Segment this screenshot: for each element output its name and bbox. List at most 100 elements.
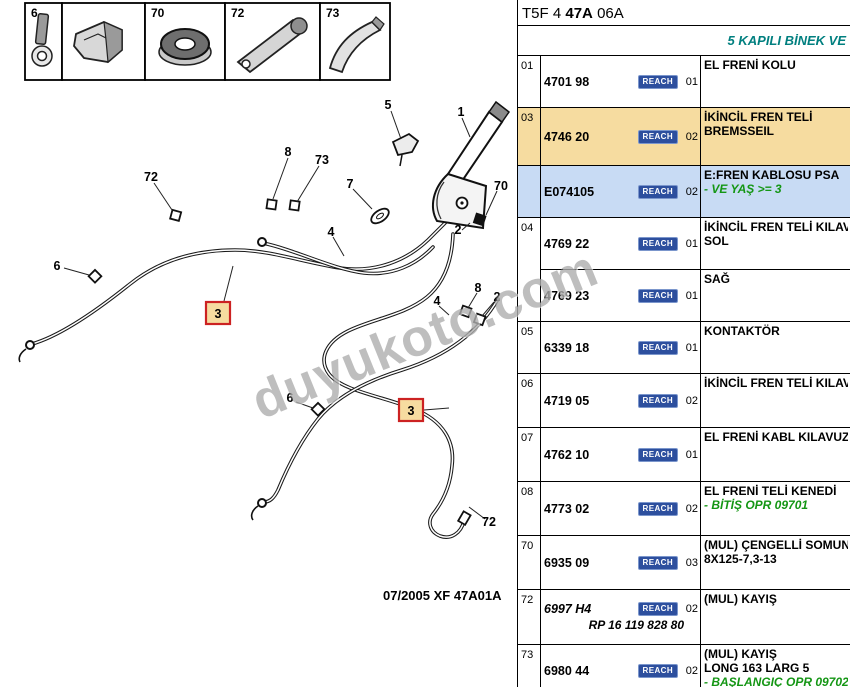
description-line: BREMSSEIL: [704, 124, 775, 138]
description-line: (MUL) KAYIŞ: [704, 592, 777, 606]
part-number: 4769 23: [544, 288, 590, 303]
reach-badge[interactable]: REACH: [637, 129, 678, 144]
clip: [87, 268, 103, 284]
description-line: İKİNCİL FREN TELİ KILAV: [704, 220, 848, 234]
part-cell: 4719 05 REACH 02: [541, 374, 701, 427]
parts-thumbnail-strip: 6 70 72 73: [24, 2, 391, 81]
part-number: E074105: [544, 184, 595, 199]
callout-4-a[interactable]: 4: [328, 225, 335, 239]
callout-6-a[interactable]: 6: [54, 259, 61, 273]
part-number: 4719 05: [544, 393, 590, 408]
quantity: 01: [685, 75, 698, 88]
clip: [458, 304, 473, 319]
callout-6-b[interactable]: 6: [287, 391, 294, 405]
catalog-code-header: T5F 4 47A 06A: [518, 0, 850, 26]
part-number: 4746 20: [544, 129, 590, 144]
callout-1[interactable]: 1: [458, 105, 465, 119]
part-number: 4762 10: [544, 447, 590, 462]
description-cell: SAĞ: [701, 270, 850, 321]
part-subrow: 4719 05 REACH 02 İKİNCİL FREN TELİ KILAV: [541, 374, 850, 427]
reach-badge[interactable]: REACH: [637, 501, 678, 516]
description-line: E:FREN KABLOSU PSA: [704, 168, 840, 182]
callout-7[interactable]: 7: [347, 177, 354, 191]
reach-badge[interactable]: REACH: [637, 447, 678, 462]
callout-3-box-b[interactable]: [397, 397, 425, 423]
cable-end-fitting: [257, 237, 267, 247]
callout-2-a[interactable]: 2: [455, 223, 462, 237]
thumbnail-number: 70: [151, 6, 165, 20]
callout-8-b[interactable]: 8: [475, 281, 482, 295]
row-index: 03: [518, 108, 541, 165]
callout-73-a[interactable]: 73: [315, 153, 329, 167]
callout-3-a[interactable]: 3: [215, 307, 222, 321]
description-line: İKİNCİL FREN TELİ KILAV: [704, 376, 848, 390]
reach-badge[interactable]: REACH: [637, 184, 678, 199]
reach-badge[interactable]: REACH: [637, 393, 678, 408]
reach-badge[interactable]: REACH: [637, 236, 678, 251]
description-line: (MUL) KAYIŞ: [704, 647, 777, 661]
part-number: 6339 18: [544, 340, 590, 355]
catalog-code-prefix: T5F 4: [522, 5, 562, 22]
callout-3-b[interactable]: 3: [408, 404, 415, 418]
callout-2-b[interactable]: 2: [494, 290, 501, 304]
description-line: KONTAKTÖR: [704, 324, 780, 338]
callout-3-box-a[interactable]: [204, 300, 232, 326]
reach-badge[interactable]: REACH: [637, 602, 678, 616]
callout-4-b[interactable]: 4: [434, 294, 441, 308]
description-cell: İKİNCİL FREN TELİ KILAV: [701, 374, 850, 427]
reach-badge[interactable]: REACH: [637, 288, 678, 303]
row-index: 05: [518, 322, 541, 373]
reach-badge[interactable]: REACH: [637, 340, 678, 355]
cable-end-hook: [250, 505, 259, 521]
part-note: RP 16 119 828 80: [588, 618, 684, 632]
row-subrows: 4719 05 REACH 02 İKİNCİL FREN TELİ KILAV: [541, 374, 850, 427]
description-cell: KONTAKTÖR: [701, 322, 850, 373]
callout-72-a[interactable]: 72: [144, 170, 158, 184]
row-index: 73: [518, 645, 541, 687]
quantity: 02: [685, 394, 698, 407]
description-line: 8X125-7,3-13: [704, 552, 777, 566]
callout-70[interactable]: 70: [494, 179, 508, 193]
callout-72-b[interactable]: 72: [482, 515, 496, 529]
vehicle-subtitle-text: 5 KAPILI BİNEK VE: [727, 33, 846, 48]
reach-badge[interactable]: REACH: [637, 555, 678, 570]
cable-clip-part-5: [391, 132, 420, 167]
reach-badge[interactable]: REACH: [637, 663, 678, 678]
description-cell: EL FRENİ KOLU: [701, 56, 850, 107]
callout-5[interactable]: 5: [385, 98, 392, 112]
reach-badge[interactable]: REACH: [637, 74, 678, 89]
callout-8-a[interactable]: 8: [285, 145, 292, 159]
